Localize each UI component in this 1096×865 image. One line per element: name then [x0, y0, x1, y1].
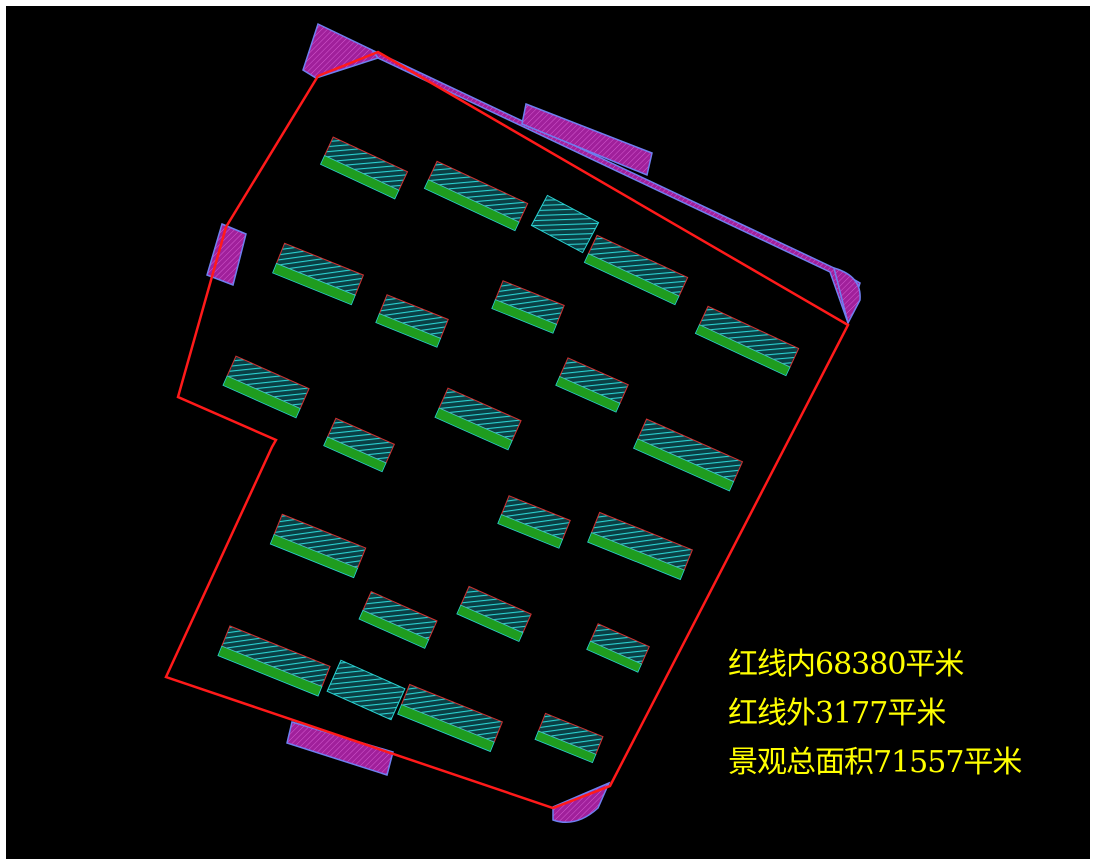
- legend-outside-area: 红线外3177平米: [728, 696, 946, 731]
- red-property-line: [164, 50, 850, 810]
- plaza-hatch: [326, 659, 406, 721]
- area-legend: 红线内68380平米 红线外3177平米 景观总面积71557平米: [728, 640, 1068, 787]
- building-block: [587, 511, 694, 581]
- outer-landscape-top-left-corner: [302, 22, 380, 79]
- building-block: [217, 625, 331, 697]
- building-blocks: [217, 136, 800, 764]
- building-base: [269, 533, 359, 579]
- building-base: [375, 313, 442, 348]
- building-base: [534, 730, 597, 764]
- legend-inside-area: 红线内68380平米: [728, 647, 964, 682]
- building-base: [456, 604, 524, 643]
- building-base: [434, 407, 513, 451]
- building-base: [587, 532, 685, 581]
- building-base: [323, 436, 387, 473]
- building-block: [269, 513, 367, 579]
- building-base: [397, 704, 495, 753]
- building-block: [456, 585, 532, 643]
- building-block: [491, 280, 565, 334]
- building-base: [497, 514, 564, 549]
- building-base: [586, 640, 643, 673]
- building-base: [555, 375, 621, 413]
- building-block: [375, 294, 449, 348]
- building-block: [583, 234, 689, 306]
- building-base: [491, 299, 558, 334]
- building-block: [358, 590, 438, 649]
- outer-landscape-right-corner: [832, 266, 861, 326]
- plaza-hatch: [530, 194, 600, 254]
- building-block: [497, 495, 571, 549]
- building-block: [434, 387, 522, 451]
- building-base: [633, 438, 735, 492]
- building-block: [694, 305, 800, 377]
- outer-landscape-left-strip: [206, 222, 247, 287]
- building-base: [217, 645, 323, 697]
- building-block: [586, 623, 650, 673]
- building-base: [358, 609, 430, 649]
- building-block: [222, 355, 310, 419]
- legend-total-area: 景观总面积71557平米: [728, 745, 1022, 780]
- outer-landscape-top-bump: [521, 102, 653, 177]
- building-block: [323, 417, 395, 473]
- red-property-line-closure: [224, 75, 320, 228]
- building-base: [583, 253, 680, 306]
- building-block: [633, 418, 744, 492]
- building-base: [423, 179, 520, 232]
- building-block: [423, 160, 529, 232]
- building-block: [319, 136, 409, 200]
- building-base: [272, 262, 356, 306]
- building-block: [555, 357, 629, 413]
- building-block: [397, 683, 504, 753]
- building-base: [222, 375, 301, 419]
- building-base: [694, 324, 791, 377]
- building-block: [534, 712, 604, 764]
- building-block: [272, 242, 365, 306]
- building-base: [319, 155, 400, 200]
